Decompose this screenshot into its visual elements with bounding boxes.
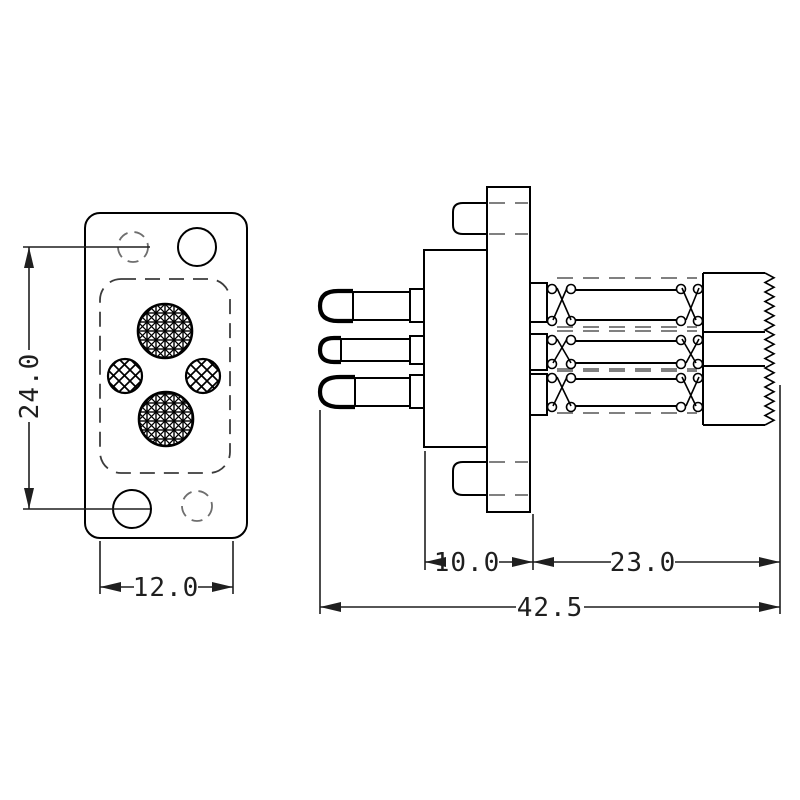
dimension-overall-length: 42.5 [319,410,780,623]
power-contact-top [136,302,194,360]
pin-1 [317,288,425,324]
spring-coil-left [552,338,572,364]
spring-contact-row-2 [529,330,704,371]
mounting-hole-top-right [177,227,217,267]
knurled-terminal-block [702,272,776,426]
spring-coil-right [681,338,700,364]
contact-base [529,282,548,323]
mounting-flange [486,186,531,513]
arrow-right-icon [212,582,233,592]
dimension-body-length: 10.0 [424,451,534,578]
dimension-plate-height: 24.0 [15,246,150,510]
flange-boss-top [452,202,487,235]
arrow-right-icon [759,557,780,567]
side-view [317,186,776,513]
signal-contact-right [184,357,222,395]
arrow-up-icon [24,247,34,268]
spring-coil-right [681,376,700,407]
spring-coil-left [552,376,572,407]
dimension-label-plate-height: 24.0 [15,353,45,420]
arrow-right-icon [759,602,780,612]
knurl-teeth [763,272,776,426]
mounting-hole-bottom-right [181,490,213,522]
arrow-left-icon [533,557,554,567]
pin-2 [317,335,425,365]
dimension-label-body-length: 10.0 [434,548,501,578]
spring-coil-left [552,287,572,321]
spring-contact-row-3 [529,370,704,416]
arrow-down-icon [24,488,34,509]
dimension-label-overall-length: 42.5 [517,593,584,623]
signal-contact-left [106,357,144,395]
arrow-left-icon [100,582,121,592]
arrow-left-icon [425,557,446,567]
pin-3 [317,374,425,410]
contact-base [529,373,548,416]
spring-contact-row-1 [529,277,704,328]
dimension-plate-width: 12.0 [99,541,234,603]
contact-base [529,333,548,371]
power-contact-bottom [137,390,195,448]
connector-body [423,249,488,448]
arrow-left-icon [320,602,341,612]
dimension-label-tail-length: 23.0 [610,548,677,578]
dimension-label-plate-width: 12.0 [133,573,200,603]
spring-coil-right [681,287,700,321]
insert-outline [99,278,231,474]
dimension-tail-length: 23.0 [533,385,781,614]
front-view [84,212,248,539]
flange-boss-bottom [452,461,487,496]
mounting-plate-outline [84,212,248,539]
arrow-right-icon [512,557,533,567]
